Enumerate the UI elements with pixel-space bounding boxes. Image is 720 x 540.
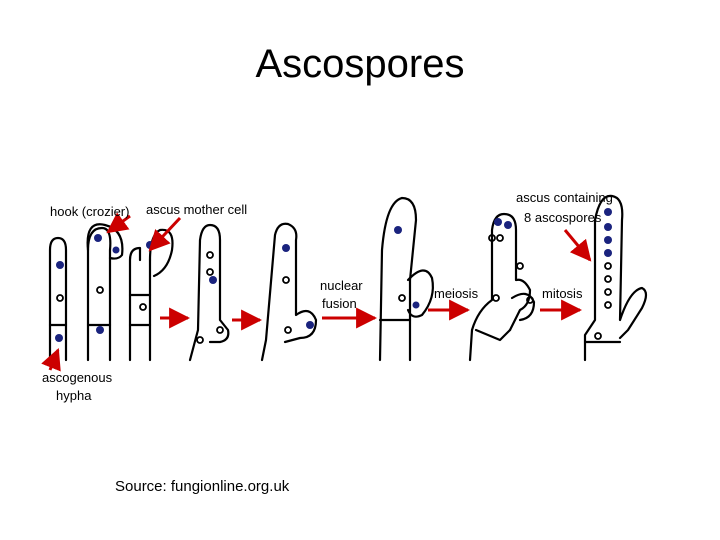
stage-ascogenous-hypha [48,223,124,362]
nuclei-filled [55,208,612,342]
stage-mitosis-ascus [468,212,536,362]
label-ascus-containing: ascus containing [516,190,613,205]
label-meiosis: meiosis [434,286,479,301]
ascospore-diagram: hook (crozier) ascus mother cell ascogen… [30,180,670,410]
process-arrows [41,212,592,372]
pointer-8-ascospores [563,229,592,262]
stage-ascus-8-ascospores [583,194,648,362]
label-ascus-mother-cell: ascus mother cell [146,202,247,217]
label-fusion: fusion [322,296,357,311]
label-ascogenous: ascogenous [42,370,113,385]
ascospore-diagram-svg: hook (crozier) ascus mother cell ascogen… [41,190,648,403]
pointer-mother-cell [148,216,182,252]
stage-meiosis-ascus [378,196,434,362]
source-credit: Source: fungionline.org.uk [115,478,290,495]
pointer-ascogenous [41,348,61,372]
slide-title: Ascospores [255,42,465,86]
pointer-hook [106,212,131,234]
stage-young-ascus [188,223,230,362]
label-hook: hook (crozier) [50,204,129,219]
stage-nuclear-fusion-ascus [260,222,318,362]
label-mitosis: mitosis [542,286,583,301]
label-nuclear: nuclear [320,278,363,293]
label-8-ascospores: 8 ascospores [524,210,602,225]
nuclei-open [56,234,612,344]
label-hypha: hypha [56,388,92,403]
